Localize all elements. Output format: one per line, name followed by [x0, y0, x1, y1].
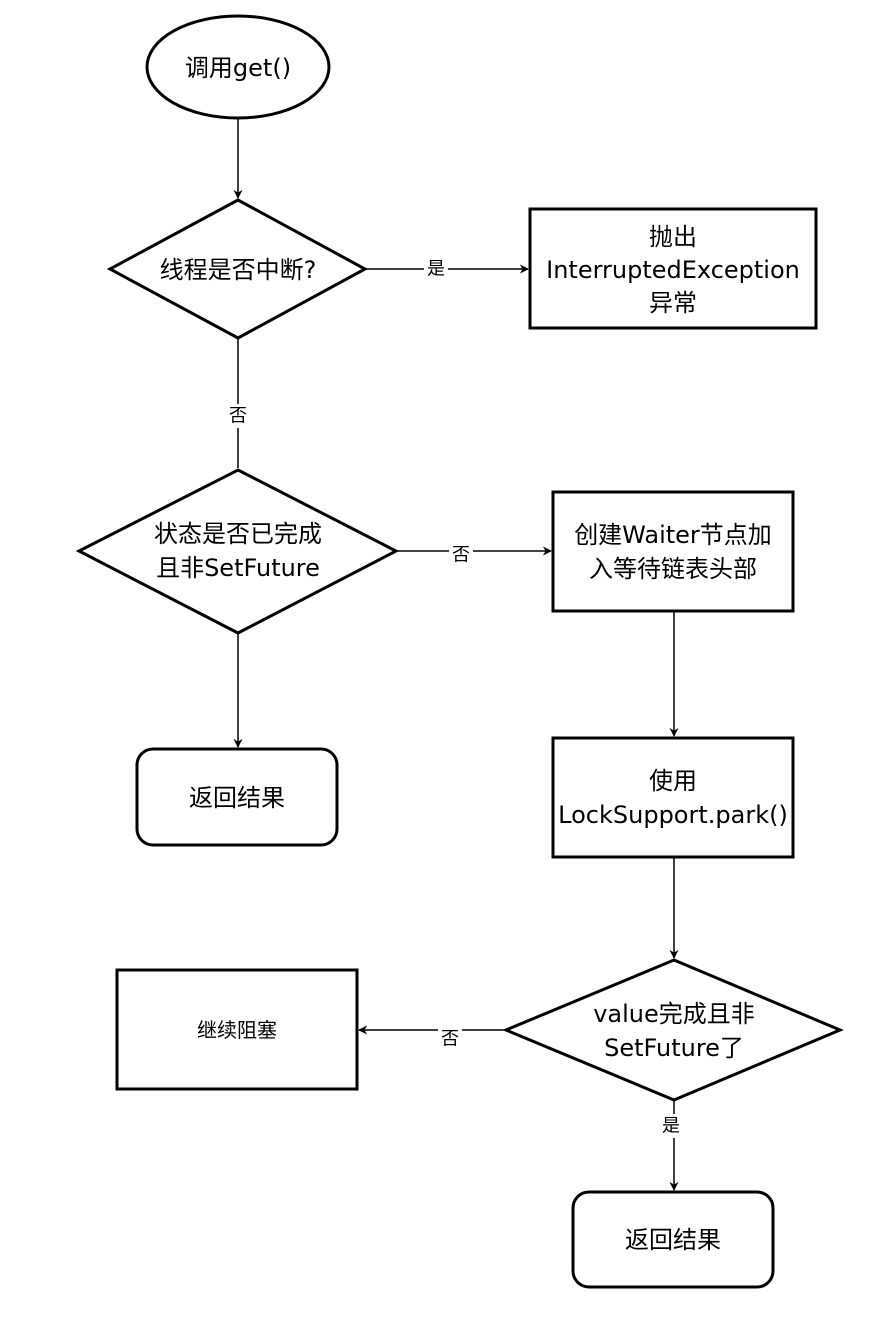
decision-value-line-2: SetFuture了: [604, 1034, 744, 1062]
decision-value-line-1: value完成且非: [593, 1000, 755, 1028]
edge-label-no: 否: [452, 545, 470, 566]
throw-exception-line-1: 抛出: [649, 223, 697, 251]
continue-block-label: 继续阻塞: [197, 1018, 277, 1042]
edge-label-no: 否: [229, 406, 247, 427]
return-result-label-1: 返回结果: [189, 784, 285, 812]
start-label: 调用get(): [185, 54, 291, 82]
edge-state-no: 否: [396, 543, 552, 567]
edge-label-yes: 是: [662, 1116, 680, 1137]
create-waiter-line-2: 入等待链表头部: [589, 555, 757, 583]
decision-interrupt-label: 线程是否中断?: [160, 256, 317, 284]
create-waiter-box: 创建Waiter节点加 入等待链表头部: [551, 490, 795, 613]
edge-label-yes: 是: [427, 259, 445, 280]
park-box: 使用 LockSupport.park(): [551, 736, 795, 859]
return-result-node-2: 返回结果: [571, 1190, 775, 1289]
edge-label-no: 否: [441, 1029, 459, 1050]
throw-exception-box: 抛出 InterruptedException 异常: [528, 207, 818, 330]
continue-block-box: 继续阻塞: [115, 968, 359, 1091]
decision-state: 状态是否已完成 且非SetFuture: [75, 468, 400, 635]
decision-state-line-2: 且非SetFuture: [156, 554, 320, 582]
park-line-1: 使用: [649, 767, 697, 795]
throw-exception-line-2: InterruptedException: [546, 256, 800, 284]
park-line-2: LockSupport.park(): [558, 801, 788, 829]
edge-value-no: 否: [358, 1025, 506, 1051]
decision-state-line-1: 状态是否已完成: [154, 520, 322, 548]
return-result-label-2: 返回结果: [625, 1226, 721, 1254]
return-result-node-1: 返回结果: [135, 747, 339, 847]
create-waiter-line-1: 创建Waiter节点加: [574, 521, 772, 549]
start-node: 调用get(): [145, 14, 331, 120]
edge-value-yes: 是: [659, 1100, 683, 1191]
decision-interrupt: 线程是否中断?: [106, 198, 369, 340]
throw-exception-line-3: 异常: [649, 289, 697, 317]
decision-value: value完成且非 SetFuture了: [502, 958, 844, 1102]
edge-interrupt-yes: 是: [365, 257, 529, 281]
edge-interrupt-no: 否: [226, 338, 250, 468]
